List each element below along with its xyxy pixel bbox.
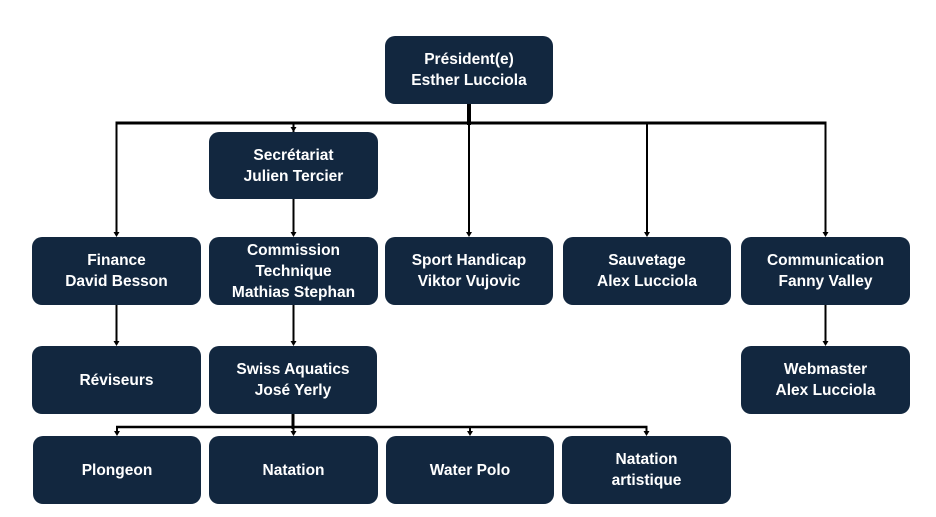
arrow-artistique-icon (643, 431, 650, 436)
arrow-sauvetage-icon (644, 232, 650, 237)
arrow-reviseurs-icon (113, 341, 120, 346)
node-sport-handicap[interactable]: Sport Handicap Viktor Vujovic (385, 237, 553, 305)
node-commission-person: Mathias Stephan (231, 283, 356, 301)
node-webmaster-title: Webmaster (783, 361, 868, 378)
node-plongeon-title: Plongeon (81, 461, 153, 479)
node-handicap-person: Viktor Vujovic (417, 273, 521, 290)
arrow-finance-icon (113, 232, 120, 237)
node-president[interactable]: Président(e) Esther Lucciola (385, 36, 553, 104)
arrow-communication-icon (822, 232, 829, 237)
node-secretariat-title: Secrétariat (253, 146, 334, 164)
node-sauvetage-person: Alex Lucciola (597, 273, 697, 290)
node-finance-title: Finance (87, 252, 146, 269)
arrow-plongeon-icon (114, 431, 120, 436)
node-finance[interactable]: Finance David Besson (32, 237, 201, 305)
node-commission-technique[interactable]: Commission Technique Mathias Stephan (209, 237, 378, 305)
node-president-title: Président(e) (424, 51, 514, 68)
node-communication[interactable]: Communication Fanny Valley (741, 237, 910, 305)
node-communication-title: Communication (766, 252, 885, 269)
node-communication-person: Fanny Valley (778, 273, 873, 290)
node-swiss-aquatics[interactable]: Swiss Aquatics José Yerly (209, 346, 377, 414)
node-commission-title-2: Technique (255, 262, 332, 280)
node-webmaster[interactable]: Webmaster Alex Lucciola (741, 346, 910, 414)
node-reviseurs[interactable]: Réviseurs (32, 346, 201, 414)
node-reviseurs-title: Réviseurs (79, 371, 154, 389)
node-artistique-title-1: Natation (615, 451, 678, 468)
node-president-person: Esther Lucciola (411, 72, 527, 89)
node-plongeon[interactable]: Plongeon (33, 436, 201, 504)
node-webmaster-person: Alex Lucciola (775, 382, 876, 399)
arrow-waterpolo-icon (467, 431, 473, 436)
arrow-commission-icon (290, 232, 297, 237)
arrow-swiss-icon (290, 341, 297, 346)
node-sauvetage[interactable]: Sauvetage Alex Lucciola (563, 237, 731, 305)
node-water-polo[interactable]: Water Polo (386, 436, 554, 504)
node-artistique-title-2: artistique (611, 472, 682, 489)
node-secretariat[interactable]: Secrétariat Julien Tercier (209, 132, 378, 199)
node-waterpolo-title: Water Polo (429, 461, 511, 479)
node-natation[interactable]: Natation (209, 436, 378, 504)
node-commission-title-1: Commission (246, 241, 340, 259)
node-handicap-title: Sport Handicap (411, 252, 527, 269)
arrow-handicap-icon (466, 232, 472, 237)
arrow-natation-icon (290, 431, 297, 436)
node-swiss-title: Swiss Aquatics (236, 361, 350, 378)
node-natation-artistique[interactable]: Natation artistique (562, 436, 731, 504)
node-secretariat-person: Julien Tercier (243, 167, 344, 185)
node-natation-title: Natation (262, 461, 325, 479)
node-finance-person: David Besson (65, 273, 168, 290)
node-sauvetage-title: Sauvetage (608, 252, 686, 269)
node-swiss-person: José Yerly (254, 382, 332, 399)
arrow-webmaster-icon (822, 341, 829, 346)
